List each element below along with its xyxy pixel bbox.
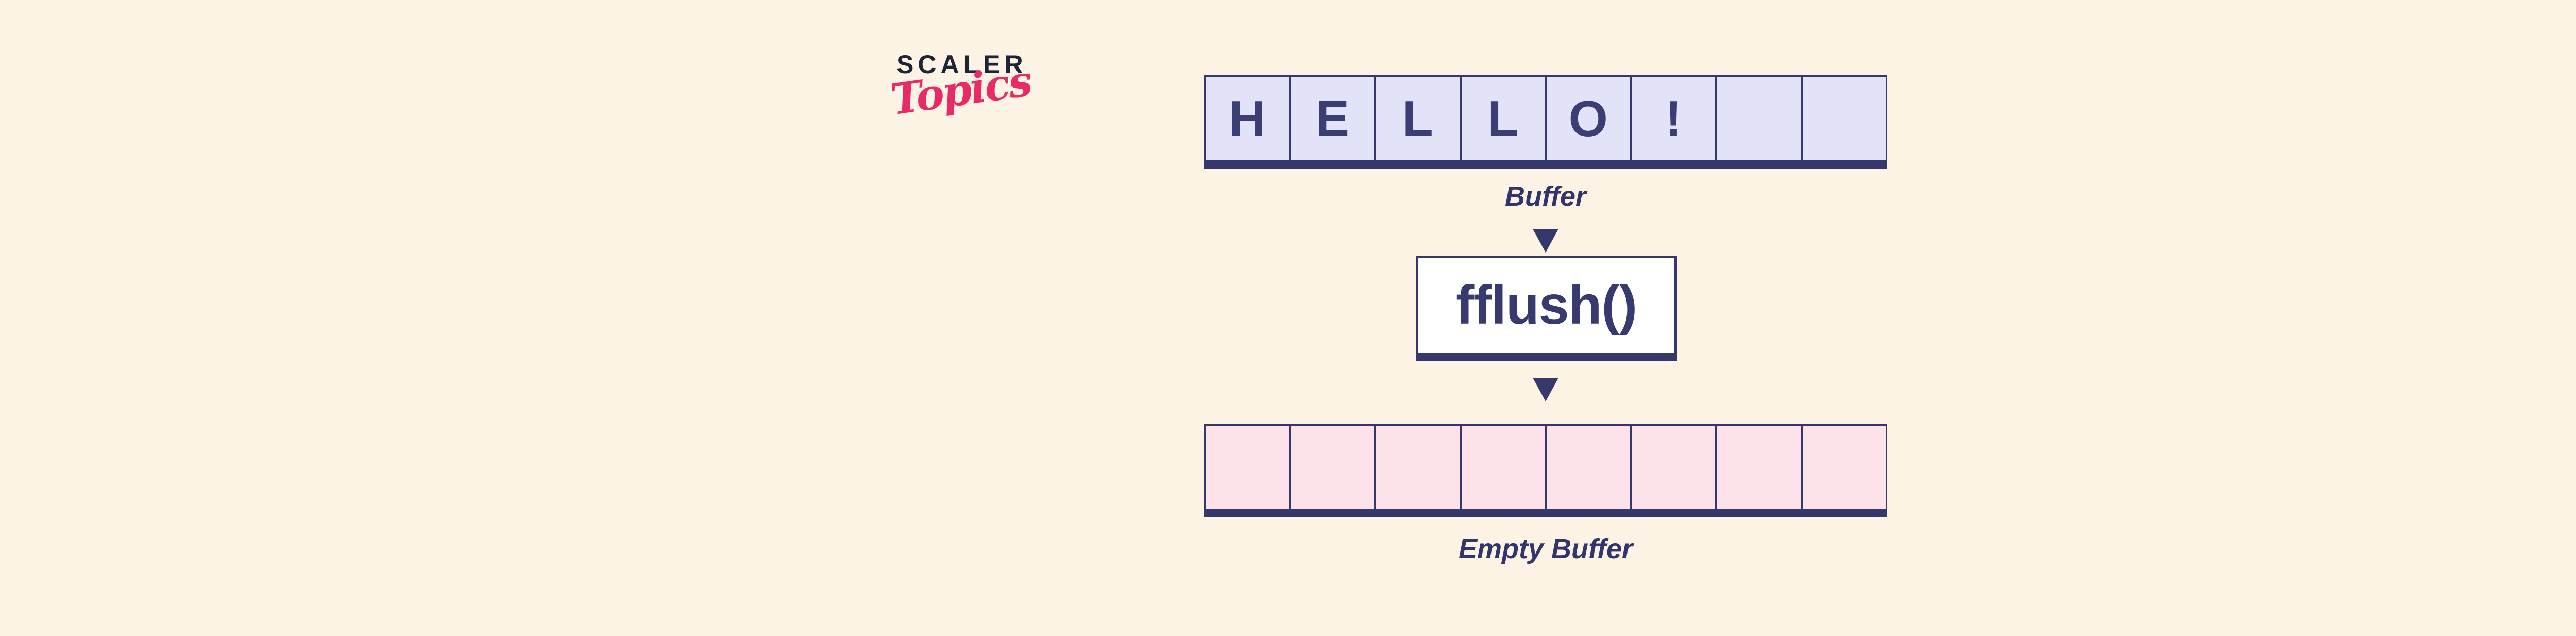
fflush-box: fflush() [1416,256,1677,361]
buffer-cell: L [1461,77,1547,160]
buffer-cell-char: O [1568,90,1608,147]
buffer-full: H E L L O ! [1204,75,1887,169]
fflush-label: fflush() [1455,275,1637,336]
scaler-topics-logo: SCALER Topics [888,50,1051,125]
buffer-cell-char: ! [1665,90,1682,147]
empty-buffer-cell [1291,426,1376,509]
buffer-cell: E [1291,77,1376,160]
buffer-label: Buffer [1504,181,1587,212]
buffer-cell [1717,77,1803,160]
buffer-cell-char: L [1402,90,1433,147]
empty-buffer-cell [1376,426,1462,509]
arrow-down-icon [1533,378,1558,401]
empty-buffer-cell [1802,426,1886,509]
buffer-cell-char: L [1487,90,1519,147]
buffer-cell: ! [1632,77,1717,160]
buffer-cell [1802,77,1886,160]
logo-brand-text: SCALER [896,50,1027,79]
buffer-cell: H [1206,77,1291,160]
arrow-down-icon [1533,229,1558,253]
buffer-cell: O [1547,77,1632,160]
empty-buffer-cell [1206,426,1291,509]
empty-buffer-cell [1632,426,1717,509]
buffer-cell-char: E [1315,90,1349,147]
empty-buffer-cell [1717,426,1803,509]
buffer-cell: L [1376,77,1462,160]
empty-buffer-cell [1547,426,1632,509]
empty-buffer-label: Empty Buffer [1458,533,1633,564]
empty-buffer-cell [1461,426,1547,509]
buffer-empty [1204,424,1887,517]
buffer-cell-char: H [1229,90,1266,147]
